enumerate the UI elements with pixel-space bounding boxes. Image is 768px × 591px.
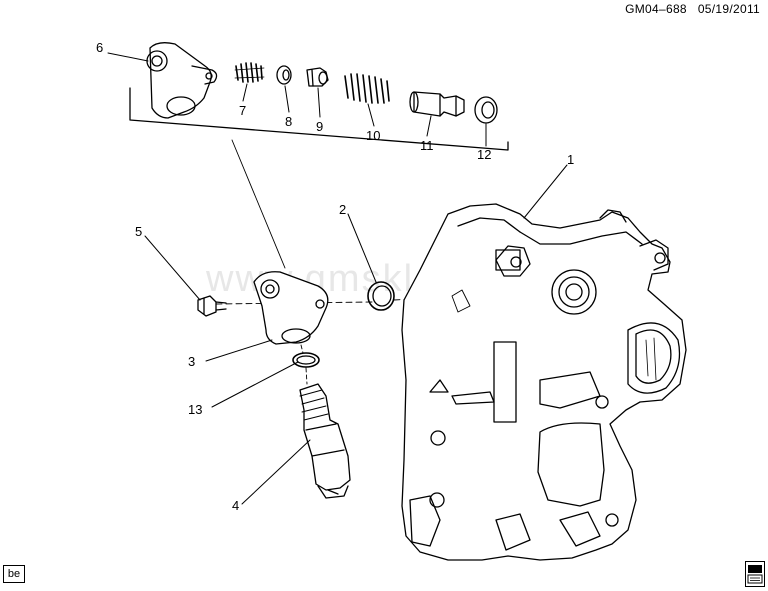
diagram-code: GM04–688 [625,2,687,16]
part-12-seal [474,96,498,124]
callout-7: 7 [239,103,246,118]
callout-4: 4 [232,498,239,513]
part-8-washer [276,65,292,85]
gm-spo-logo-icon [745,561,765,587]
callout-9: 9 [316,119,323,134]
callout-1: 1 [567,152,574,167]
part-2-o-ring [367,281,395,311]
part-6-valve-body [146,42,218,119]
part-11-piston [409,91,465,117]
callout-11: 11 [420,138,434,153]
callout-8: 8 [285,114,292,129]
part-5-bolt [197,295,227,317]
part-1-transmission-case [401,203,687,561]
callout-12: 12 [477,147,491,162]
part-13-o-ring [292,352,320,368]
callout-5: 5 [135,224,142,239]
callout-10: 10 [366,128,380,143]
callout-2: 2 [339,202,346,217]
part-7-spring [234,62,265,83]
subassembly-bracket [129,87,509,151]
part-9-valve [306,67,329,87]
callout-6: 6 [96,40,103,55]
diagram-date: 05/19/2011 [697,2,760,16]
part-4-sensor [299,383,351,499]
leader-lines [107,52,568,505]
callout-labels: 1 2 3 4 5 6 7 8 9 10 11 12 13 [96,40,574,513]
diagram-reference: GM04–688 05/19/2011 [625,2,760,16]
bracket-to-valve-line [231,139,286,269]
callout-3: 3 [188,354,195,369]
part-3-valve-body [253,271,329,345]
callout-13: 13 [188,402,202,417]
corner-badge: be [3,565,25,583]
part-10-spring [344,73,390,104]
